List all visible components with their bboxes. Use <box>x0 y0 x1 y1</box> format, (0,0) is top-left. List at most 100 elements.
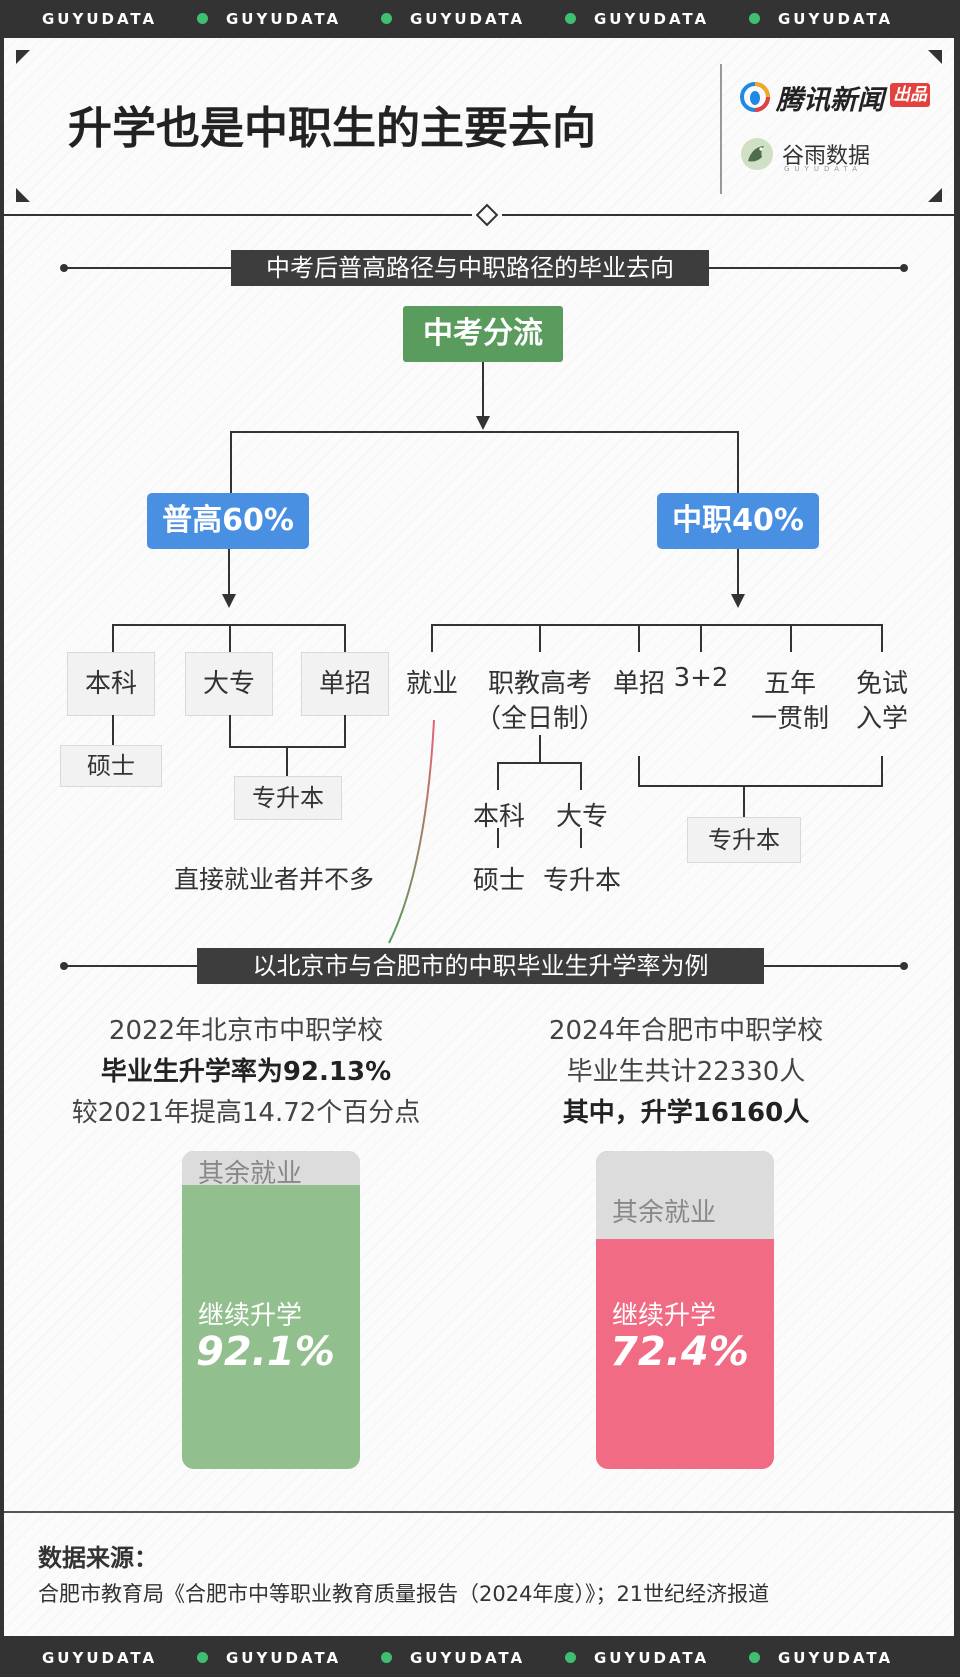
section2-title: 以北京市与合肥市的中职毕业生升学率为例 <box>197 948 764 984</box>
content-card: 升学也是中职生的主要去向 腾讯新闻 出品 谷雨数据 GUYUDATA 中考后普高… <box>4 38 954 1636</box>
node-five-year: 五年 <box>763 669 816 699</box>
rule-dot <box>900 962 908 970</box>
connector <box>737 549 739 597</box>
connector <box>497 762 582 764</box>
connector <box>881 756 883 786</box>
beijing-bar: 其余就业 继续升学 92.1% <box>182 1151 360 1469</box>
brand-badge: 出品 <box>890 83 930 107</box>
node-upgrade-left: 专升本 <box>234 776 342 820</box>
footer-rule <box>4 1511 954 1513</box>
node-vocational-bachelor: 本科 <box>472 802 525 832</box>
band-text: GUYUDATA <box>42 1649 158 1667</box>
connector <box>497 762 499 790</box>
connector <box>580 762 582 790</box>
hefei-line2: 毕业生共计22330人 <box>566 1057 806 1087</box>
connector <box>580 828 582 848</box>
bottom-brand-band: GUYUDATA GUYUDATA GUYUDATA GUYUDATA GUYU… <box>0 1639 960 1677</box>
page-title: 升学也是中职生的主要去向 <box>68 103 596 154</box>
hefei-line3: 其中，升学16160人 <box>562 1098 810 1128</box>
hefei-bar: 其余就业 继续升学 72.4% <box>596 1151 774 1469</box>
band-text: GUYUDATA <box>778 1649 894 1667</box>
penguin-logo-icon <box>740 82 770 112</box>
band-text: GUYUDATA <box>42 10 158 28</box>
employment-curve <box>388 719 435 944</box>
node-single-admission-v: 单招 <box>612 669 665 699</box>
beijing-line1: 2022年北京市中职学校 <box>108 1016 384 1046</box>
node-vocational-college: 大专 <box>555 802 608 832</box>
dot-icon <box>749 13 760 24</box>
connector <box>638 756 640 786</box>
node-upgrade-right: 专升本 <box>687 817 801 863</box>
hefei-main-label: 继续升学 <box>612 1301 717 1331</box>
node-bachelor: 本科 <box>67 652 155 716</box>
connector <box>431 624 433 652</box>
section1-title: 中考后普高路径与中职路径的毕业去向 <box>231 250 709 286</box>
arrow-down-icon <box>222 594 236 608</box>
node-employment: 就业 <box>405 669 458 699</box>
beijing-line2: 毕业生升学率为92.13% <box>100 1057 392 1087</box>
connector <box>743 785 745 817</box>
beijing-main-value: 92.1% <box>196 1329 335 1375</box>
connector <box>737 431 739 493</box>
dot-icon <box>381 1652 392 1663</box>
node-five-year-subtitle: 一贯制 <box>750 704 829 734</box>
corner-mark <box>16 188 30 202</box>
connector <box>539 735 541 763</box>
brand-guyu-subtext: GUYUDATA <box>784 165 862 173</box>
corner-mark <box>928 188 942 202</box>
rule-dot <box>60 264 68 272</box>
source-text: 合肥市教育局《合肥市中等职业教育质量报告（2024年度）》；21世纪经济报道 <box>38 1582 770 1606</box>
node-college: 大专 <box>185 652 273 716</box>
brand-guyu-data: 谷雨数据 <box>782 144 871 169</box>
beijing-other-label: 其余就业 <box>198 1159 303 1189</box>
top-brand-band: GUYUDATA GUYUDATA GUYUDATA GUYUDATA GUYU… <box>0 0 960 38</box>
corner-mark <box>928 50 942 64</box>
connector <box>497 828 499 848</box>
connector <box>229 715 231 747</box>
connector <box>228 549 230 597</box>
header-divider <box>720 64 722 194</box>
beijing-line3: 较2021年提高14.72个百分点 <box>71 1098 421 1128</box>
header-rule-left <box>4 214 472 216</box>
node-vocational-master: 硕士 <box>472 866 525 896</box>
connector <box>881 624 883 652</box>
hefei-bar-other-segment: 其余就业 <box>596 1151 774 1239</box>
node-three-plus-two: 3+2 <box>673 663 729 693</box>
diamond-icon <box>475 203 499 227</box>
dot-icon <box>565 13 576 24</box>
node-vocational-exam-subtitle: （全日制） <box>475 704 606 734</box>
node-vocational-upgrade: 专升本 <box>542 866 621 896</box>
brand-tencent-news: 腾讯新闻 <box>776 85 884 116</box>
node-single-admission: 单招 <box>301 652 389 716</box>
branch-general-high-school: 普高60% <box>147 493 309 549</box>
branch-vocational: 中职40% <box>657 493 819 549</box>
hefei-line1: 2024年合肥市中职学校 <box>548 1016 824 1046</box>
connector <box>638 785 883 787</box>
node-exam-free-subtitle: 入学 <box>855 704 908 734</box>
corner-mark <box>16 50 30 64</box>
dot-icon <box>197 1652 208 1663</box>
connector <box>286 746 288 776</box>
node-vocational-exam: 职教高考 <box>487 669 592 699</box>
arrow-down-icon <box>731 594 745 608</box>
connector <box>229 624 231 652</box>
connector <box>112 624 114 652</box>
connector <box>230 431 232 493</box>
rule-dot <box>900 264 908 272</box>
beijing-bar-other-segment: 其余就业 <box>182 1151 360 1189</box>
band-text: GUYUDATA <box>226 1649 342 1667</box>
connector <box>344 624 346 652</box>
header-rule-right <box>502 214 954 216</box>
rule-dot <box>60 962 68 970</box>
dot-icon <box>197 13 208 24</box>
connector <box>700 624 702 652</box>
connector <box>112 715 114 745</box>
hefei-other-label: 其余就业 <box>612 1198 717 1228</box>
hefei-main-value: 72.4% <box>610 1329 749 1375</box>
node-master: 硕士 <box>60 745 162 787</box>
beijing-main-label: 继续升学 <box>198 1301 303 1331</box>
connector <box>638 624 640 652</box>
node-exam-free: 免试 <box>855 669 908 699</box>
dot-icon <box>565 1652 576 1663</box>
